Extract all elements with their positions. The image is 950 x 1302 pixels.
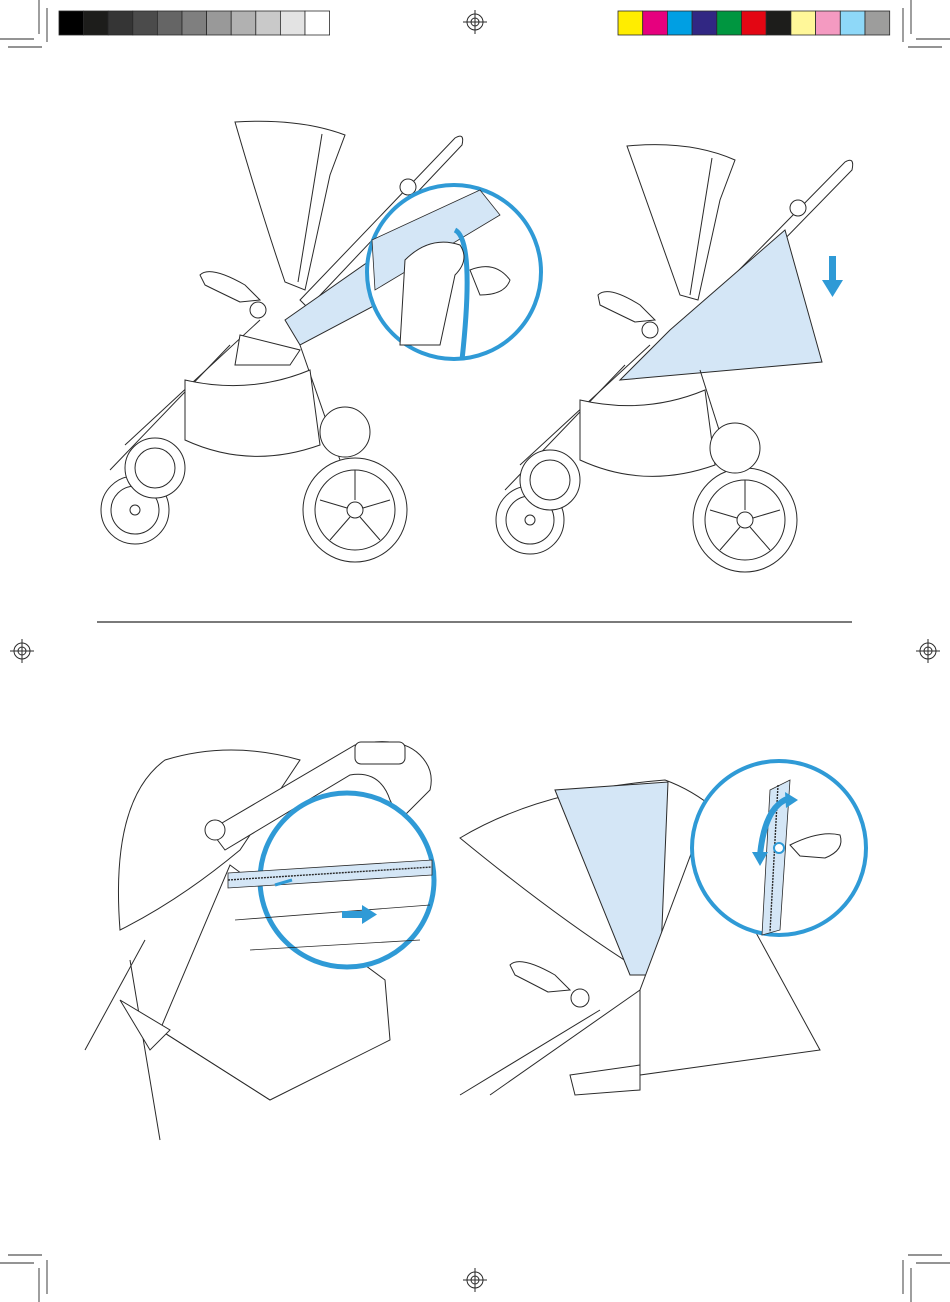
calibration-swatch: [157, 11, 182, 35]
color-calibration-bar: [618, 11, 890, 35]
calibration-swatch: [108, 11, 133, 35]
calibration-swatch: [717, 11, 742, 35]
calibration-swatch: [840, 11, 865, 35]
calibration-swatch: [256, 11, 281, 35]
calibration-swatch: [816, 11, 841, 35]
calibration-swatch: [305, 11, 330, 35]
calibration-swatch: [182, 11, 207, 35]
calibration-swatch: [59, 11, 84, 35]
calibration-swatch: [742, 11, 767, 35]
calibration-swatch: [280, 11, 305, 35]
calibration-swatch: [791, 11, 816, 35]
calibration-swatch: [766, 11, 791, 35]
zoom-detail-pull-strap: [367, 185, 541, 360]
calibration-swatch: [84, 11, 109, 35]
calibration-swatch: [667, 11, 692, 35]
calibration-swatch: [643, 11, 668, 35]
calibration-swatch: [692, 11, 717, 35]
grey-calibration-bar: [59, 11, 330, 35]
panel-step-b: [496, 145, 853, 572]
zoom-detail-canopy-zip: [692, 761, 866, 935]
calibration-swatch: [133, 11, 158, 35]
calibration-swatch: [231, 11, 256, 35]
calibration-swatch: [865, 11, 890, 35]
calibration-swatch: [207, 11, 232, 35]
calibration-swatch: [618, 11, 643, 35]
arrow-down-icon: [822, 256, 843, 297]
